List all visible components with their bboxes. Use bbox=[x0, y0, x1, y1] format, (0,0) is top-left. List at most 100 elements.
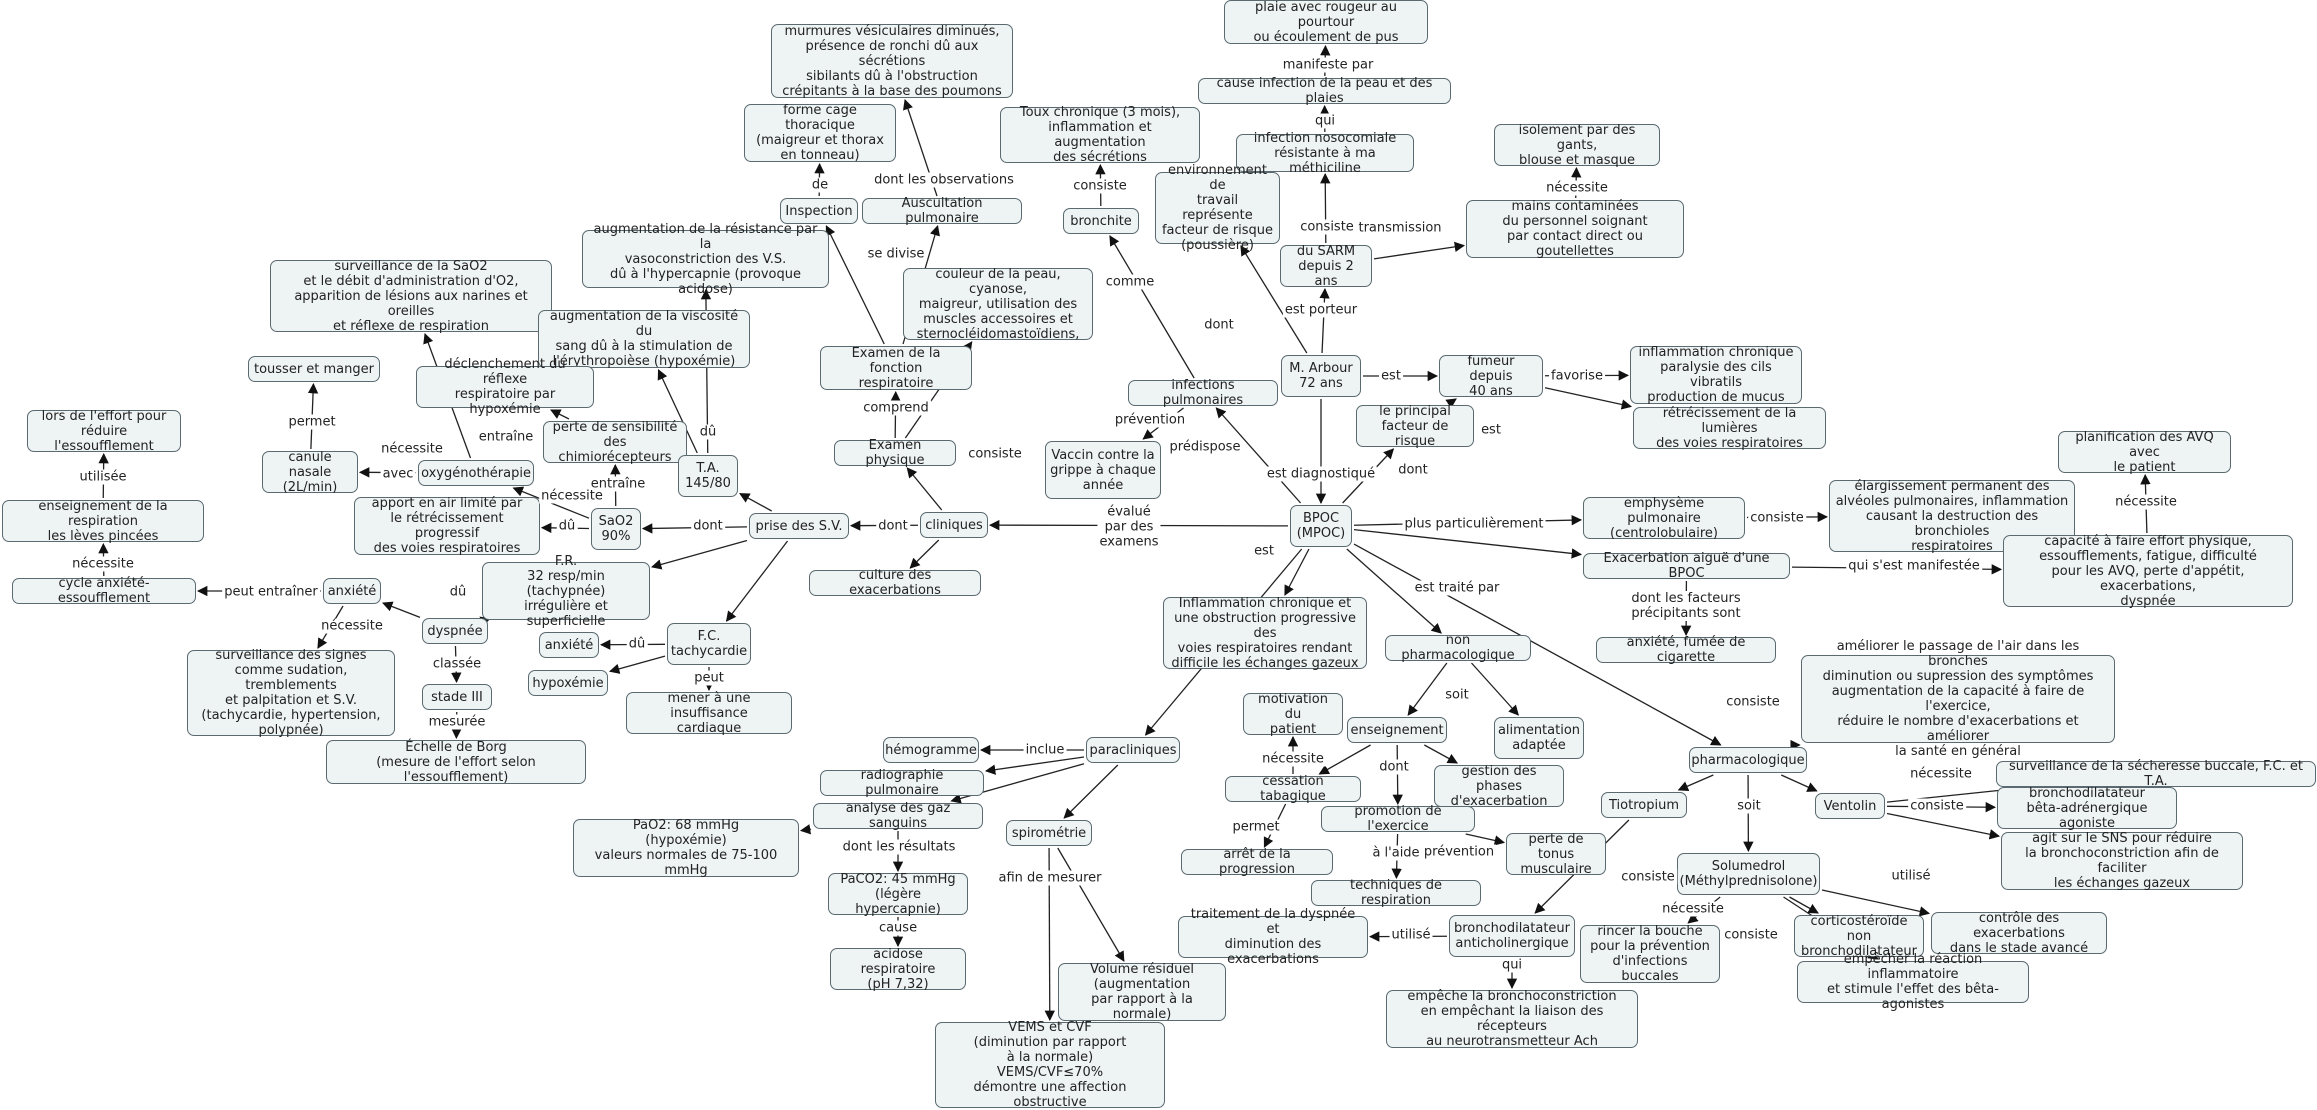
node-prise-sv[interactable]: prise des S.V. bbox=[749, 513, 849, 539]
link-label: utilisé bbox=[1890, 869, 1933, 884]
node-vaccin[interactable]: Vaccin contre la grippe à chaque année bbox=[1045, 441, 1161, 499]
node-analyse[interactable]: analyse des gaz sanguins bbox=[813, 803, 983, 829]
node-hemogramme[interactable]: hémogramme bbox=[883, 737, 979, 763]
node-planification[interactable]: planification des AVQ avec le patient bbox=[2058, 431, 2231, 473]
node-canule[interactable]: canule nasale (2L/min) bbox=[262, 451, 358, 493]
node-techniques[interactable]: techniques de respiration bbox=[1311, 880, 1481, 906]
node-inspection[interactable]: Inspection bbox=[780, 198, 858, 224]
node-controle[interactable]: contrôle des exacerbations dans le stade… bbox=[1931, 912, 2107, 954]
node-tiotropium[interactable]: Tiotropium bbox=[1601, 792, 1687, 818]
node-acidose[interactable]: acidose respiratoire (pH 7,32) bbox=[830, 948, 966, 990]
node-gestion[interactable]: gestion des phases d'exacerbation bbox=[1434, 765, 1564, 807]
node-examen-phys[interactable]: Examen physique bbox=[834, 440, 956, 466]
node-sarm[interactable]: du SARM depuis 2 ans bbox=[1280, 245, 1372, 287]
node-tousser[interactable]: tousser et manger bbox=[248, 356, 380, 382]
node-volume[interactable]: Volume résiduel (augmentation par rappor… bbox=[1058, 963, 1226, 1021]
node-paco2[interactable]: PaCO2: 45 mmHg (légère hypercapnie) bbox=[828, 873, 968, 915]
node-bronchite[interactable]: bronchite bbox=[1063, 208, 1139, 234]
node-radiographie[interactable]: radiographie pulmonaire bbox=[820, 770, 984, 796]
node-enseignement-resp[interactable]: enseignement de la respiration les lèves… bbox=[2, 500, 204, 542]
node-empeche-broncho[interactable]: empêche la bronchoconstriction en empêch… bbox=[1386, 990, 1638, 1048]
node-alimentation[interactable]: alimentation adaptée bbox=[1494, 717, 1584, 759]
node-rincer[interactable]: rincer la bouche pour la prévention d'in… bbox=[1580, 925, 1720, 983]
node-cause-inf[interactable]: cause infection de la peau et des plaies bbox=[1198, 78, 1451, 104]
node-environnement[interactable]: environnement de travail représente fact… bbox=[1155, 172, 1280, 244]
node-toux[interactable]: Toux chronique (3 mois), inflammation et… bbox=[1000, 107, 1200, 163]
node-examen-fonction[interactable]: Examen de la fonction respiratoire bbox=[820, 346, 972, 390]
node-infections-pulm[interactable]: infections pulmonaires bbox=[1128, 380, 1278, 406]
node-surv-signes[interactable]: surveillance des signes comme sudation, … bbox=[187, 650, 395, 736]
node-spirometrie[interactable]: spirométrie bbox=[1006, 820, 1092, 846]
node-ventolin[interactable]: Ventolin bbox=[1815, 793, 1885, 819]
node-arret[interactable]: arrêt de la progression bbox=[1181, 849, 1333, 875]
node-perte-tonus[interactable]: perte de tonus musculaire bbox=[1506, 833, 1606, 875]
node-surv-secheresse[interactable]: surveillance de la sécheresse buccale, F… bbox=[1996, 761, 2316, 787]
connector-paracliniques-spirometrie bbox=[1064, 765, 1118, 818]
node-paracliniques[interactable]: paracliniques bbox=[1086, 737, 1180, 763]
node-cycle[interactable]: cycle anxiété-essoufflement bbox=[12, 578, 196, 604]
node-pao2[interactable]: PaO2: 68 mmHg (hypoxémie) valeurs normal… bbox=[573, 819, 799, 877]
node-motivation[interactable]: motivation du patient bbox=[1243, 693, 1343, 735]
node-promotion[interactable]: promotion de l'exercice bbox=[1321, 806, 1475, 832]
node-pharmaco[interactable]: pharmacologique bbox=[1689, 747, 1807, 773]
link-label: consiste bbox=[1724, 695, 1782, 710]
node-ameliorer[interactable]: améliorer le passage de l'air dans les b… bbox=[1801, 655, 2115, 743]
node-couleur[interactable]: couleur de la peau, cyanose, maigreur, u… bbox=[903, 268, 1093, 340]
node-emphyseme[interactable]: emphysème pulmonaire (centrolobulaire) bbox=[1583, 497, 1745, 539]
link-label: consiste bbox=[1619, 870, 1677, 885]
node-mener[interactable]: mener à une insuffisance cardiaque bbox=[626, 692, 792, 734]
node-anxiete1[interactable]: anxiété bbox=[323, 578, 381, 604]
node-non-pharm[interactable]: non pharmacologique bbox=[1385, 635, 1531, 661]
node-cliniques[interactable]: cliniques bbox=[920, 512, 988, 538]
node-culture[interactable]: culture des exacerbations bbox=[809, 570, 981, 596]
node-agit[interactable]: agit sur le SNS pour réduire la bronchoc… bbox=[2001, 832, 2243, 890]
node-corticosteroide[interactable]: corticostéroïde non bronchodilatateur bbox=[1794, 915, 1924, 957]
link-label: nécessite bbox=[379, 442, 445, 457]
node-dyspnee[interactable]: dyspnée bbox=[422, 618, 488, 644]
node-perte-sens[interactable]: perte de sensibilité des chimiorécepteur… bbox=[543, 421, 687, 463]
node-cessation[interactable]: cessation tabagique bbox=[1225, 776, 1361, 802]
node-fc[interactable]: F.C. tachycardie bbox=[667, 623, 751, 665]
node-anxiete2[interactable]: anxiété bbox=[539, 632, 599, 658]
node-arbour[interactable]: M. Arbour 72 ans bbox=[1281, 355, 1361, 397]
node-lors-effort[interactable]: lors de l'effort pour réduire l'essouffl… bbox=[27, 410, 181, 452]
node-enseignement[interactable]: enseignement bbox=[1347, 717, 1447, 743]
node-augm-res[interactable]: augmentation de la résistance par la vas… bbox=[582, 230, 829, 288]
node-declenchement[interactable]: déclenchement du réflexe respiratoire pa… bbox=[416, 366, 594, 408]
node-principal[interactable]: le principal facteur de risque bbox=[1356, 405, 1474, 447]
link-label: qui bbox=[1500, 958, 1524, 973]
node-murmures[interactable]: murmures vésiculaires diminués, présence… bbox=[771, 24, 1013, 98]
node-apport[interactable]: apport en air limité par le rétrécisseme… bbox=[354, 497, 540, 555]
node-vems[interactable]: VEMS et CVF (diminution par rapport à la… bbox=[935, 1022, 1165, 1108]
node-empecher-reaction[interactable]: empêcher la réaction inflammatoire et st… bbox=[1797, 961, 2029, 1003]
node-retrecissement[interactable]: rétrécissement de la lumières des voies … bbox=[1633, 407, 1826, 449]
node-surv-sao2[interactable]: surveillance de la SaO2 et le débit d'ad… bbox=[270, 260, 552, 332]
node-inflam-chron-obs[interactable]: Inflammation chronique et une obstructio… bbox=[1163, 597, 1367, 669]
node-auscultation[interactable]: Auscultation pulmonaire bbox=[862, 198, 1022, 224]
node-stade[interactable]: stade III bbox=[422, 684, 492, 710]
node-anxiete-fumee[interactable]: anxiété, fumée de cigarette bbox=[1596, 637, 1776, 663]
node-isolement[interactable]: isolement par des gants, blouse et masqu… bbox=[1494, 124, 1660, 166]
node-traitement[interactable]: traitement de la dyspnée et diminution d… bbox=[1178, 916, 1368, 958]
node-fumeur[interactable]: fumeur depuis 40 ans bbox=[1439, 355, 1543, 397]
link-label: utilisée bbox=[78, 470, 129, 485]
link-label: favorise bbox=[1549, 369, 1605, 384]
node-ta[interactable]: T.A. 145/80 bbox=[678, 455, 738, 497]
node-sao2[interactable]: SaO2 90% bbox=[591, 508, 641, 550]
node-bronchodil-anti[interactable]: bronchodilatateur anticholinergique bbox=[1449, 915, 1575, 957]
node-bronchodil-ago[interactable]: bronchodilatateur bêta-adrénergique agon… bbox=[1997, 787, 2177, 829]
node-mains[interactable]: mains contaminées du personnel soignant … bbox=[1466, 200, 1684, 258]
node-forme[interactable]: forme cage thoracique (maigreur et thora… bbox=[744, 104, 896, 162]
node-capacite[interactable]: capacité à faire effort physique, essouf… bbox=[2003, 535, 2293, 607]
node-hypoxemie[interactable]: hypoxémie bbox=[528, 670, 608, 696]
connector-pharmaco-tiotropium bbox=[1679, 775, 1714, 790]
node-echelle[interactable]: Échelle de Borg (mesure de l'effort selo… bbox=[326, 740, 586, 784]
node-inflam-chron-par[interactable]: inflammation chronique paralysie des cil… bbox=[1630, 346, 1802, 404]
node-fr[interactable]: F.R. 32 resp/min (tachypnée) irrégulière… bbox=[482, 562, 650, 620]
link-label: cause bbox=[877, 921, 919, 936]
node-oxygeno[interactable]: oxygénothérapie bbox=[418, 460, 534, 486]
node-bpoc[interactable]: BPOC (MPOC) bbox=[1290, 505, 1352, 547]
node-exacerbation[interactable]: Exacerbation aiguë d'une BPOC bbox=[1583, 553, 1790, 579]
node-plaie[interactable]: plaie avec rougeur au pourtour ou écoule… bbox=[1224, 0, 1428, 44]
node-solumedrol[interactable]: Solumedrol (Méthylprednisolone) bbox=[1677, 853, 1820, 895]
